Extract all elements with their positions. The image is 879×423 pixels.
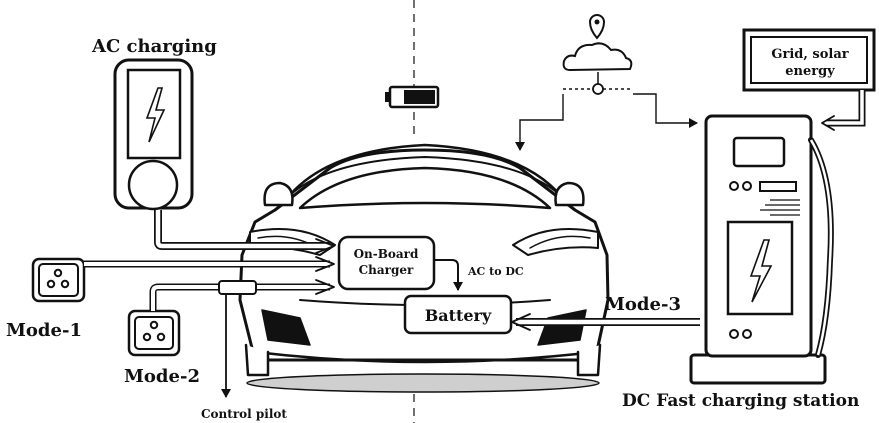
control-box bbox=[218, 280, 257, 295]
mode2-label: Mode-2 bbox=[124, 366, 200, 387]
mode1-label: Mode-1 bbox=[6, 320, 82, 341]
mode1-socket-icon bbox=[31, 257, 86, 303]
control-pilot-label: Control pilot bbox=[201, 407, 287, 421]
ac-to-dc-arrow bbox=[434, 259, 463, 291]
battery-icon bbox=[385, 85, 440, 109]
network-arrow-to-car bbox=[515, 94, 564, 151]
grid-solar-line1: Grid, solar bbox=[771, 47, 848, 62]
location-pin-icon bbox=[588, 14, 606, 40]
battery-label: Battery bbox=[425, 306, 492, 325]
lightning-icon bbox=[145, 87, 166, 143]
network-arrow-to-station bbox=[633, 93, 698, 128]
station-lightning-icon bbox=[749, 239, 773, 303]
dc-station-label: DC Fast charging station bbox=[622, 391, 859, 411]
grid-solar-line2: energy bbox=[785, 64, 835, 79]
ac-to-dc-label: AC to DC bbox=[467, 265, 524, 278]
onboard-charger-line1: On-Board bbox=[354, 247, 419, 261]
onboard-charger-line2: Charger bbox=[359, 263, 414, 277]
ac-charger bbox=[113, 58, 194, 211]
cloud-icon bbox=[562, 42, 633, 72]
ac-charging-label: AC charging bbox=[91, 36, 217, 57]
battery-box bbox=[403, 294, 513, 335]
dc-fast-charging-station bbox=[689, 114, 834, 385]
ground-shadow bbox=[246, 373, 600, 393]
network-node bbox=[592, 83, 604, 95]
mode3-label: Mode-3 bbox=[605, 294, 681, 315]
mode2-socket-icon bbox=[127, 309, 181, 357]
onboard-charger-box bbox=[337, 235, 436, 291]
